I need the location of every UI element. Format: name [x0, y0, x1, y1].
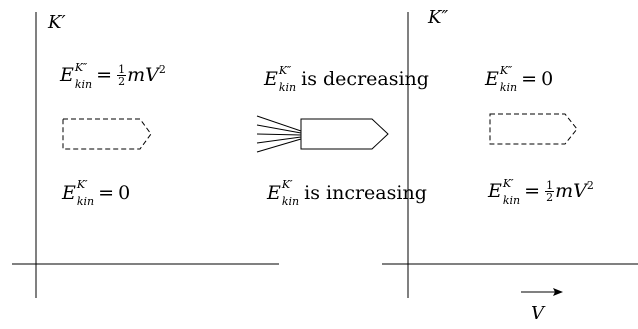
energy-symbol: E K′kin	[267, 178, 300, 208]
right-ghost-rocket-outline	[489, 113, 578, 145]
right-frame-label: K″	[428, 7, 449, 28]
energy-symbol: E K″kin	[485, 64, 518, 94]
energy-symbol: E K″kin	[264, 64, 297, 94]
energy-symbol: E K″kin	[60, 60, 93, 91]
left-bottom-equation: E K′kin = 0	[62, 178, 131, 208]
energy-symbol: E K′kin	[488, 176, 521, 207]
mid-bottom-statement: E K′kin is increasing	[267, 178, 427, 208]
rocket-exhaust	[256, 115, 302, 153]
mid-top-statement: E K″kin is decreasing	[264, 64, 429, 94]
left-ghost-rocket-outline	[62, 118, 152, 150]
rocket-body	[300, 118, 389, 150]
velocity-arrow	[521, 288, 563, 296]
velocity-label: V	[531, 303, 544, 324]
energy-symbol: E K′kin	[62, 178, 95, 208]
right-top-equation: E K″kin = 0	[485, 64, 554, 94]
left-frame-label: K′	[48, 12, 66, 33]
